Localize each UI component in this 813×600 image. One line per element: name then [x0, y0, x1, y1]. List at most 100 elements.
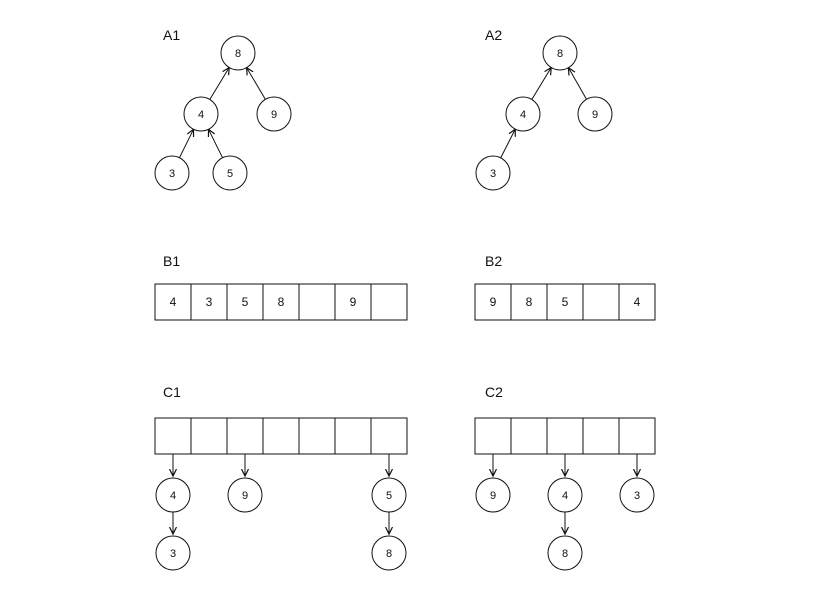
edge-a1-4-to-8: [209, 68, 229, 100]
tree-node-a2-right: 9: [577, 96, 613, 132]
edge-a2-4-to-8: [531, 68, 551, 100]
array-cell: 9: [474, 283, 512, 321]
node-value: 3: [170, 548, 176, 560]
array-cell: [154, 417, 192, 455]
array-cell: [190, 417, 228, 455]
node-circle: [547, 535, 583, 571]
cell-value: 3: [206, 295, 213, 309]
chain-node: 3: [619, 477, 655, 513]
tree-node-a1-left-right: 5: [212, 155, 248, 191]
node-value: 8: [386, 548, 392, 560]
section-a1: A1 8 4 9 3 5: [154, 27, 292, 191]
section-b2-label: B2: [485, 253, 502, 269]
chain-node: 8: [371, 535, 407, 571]
node-value: 4: [520, 109, 526, 121]
cell-value: 9: [350, 295, 357, 309]
node-circle: [256, 96, 292, 132]
array-cell: [334, 417, 372, 455]
array-cell: [582, 283, 620, 321]
array-cell: 5: [546, 283, 584, 321]
node-value: 9: [271, 109, 277, 121]
array-c2: [474, 417, 656, 455]
node-value: 3: [490, 168, 496, 180]
section-c2: C2 9 4 8 3: [474, 384, 656, 571]
section-b1-label: B1: [163, 253, 180, 269]
node-value: 5: [386, 490, 392, 502]
node-value: 4: [562, 490, 568, 502]
tree-node-a2-root: 8: [542, 35, 578, 71]
array-b1: 4 3 5 8 9: [154, 283, 408, 321]
array-cell: [370, 283, 408, 321]
chain-node: 8: [547, 535, 583, 571]
section-a2-label: A2: [485, 27, 502, 43]
node-circle: [542, 35, 578, 71]
section-a1-label: A1: [163, 27, 180, 43]
array-cell: [370, 417, 408, 455]
array-cell: [298, 283, 336, 321]
node-value: 3: [634, 490, 640, 502]
node-circle: [475, 477, 511, 513]
edge-a2-3-to-4: [500, 129, 516, 159]
node-circle: [212, 155, 248, 191]
section-c1-label: C1: [163, 384, 181, 400]
section-c2-label: C2: [485, 384, 503, 400]
array-cell: 9: [334, 283, 372, 321]
edge-a1-3-to-4: [179, 129, 194, 158]
section-c1: C1 4 3 9 5: [154, 384, 408, 571]
node-circle: [154, 155, 190, 191]
chain-node: 4: [155, 477, 191, 513]
array-cell: [262, 417, 300, 455]
edge-a1-5-to-4: [209, 129, 223, 158]
node-circle: [183, 96, 219, 132]
array-cell: 4: [618, 283, 656, 321]
chain-node: 9: [475, 477, 511, 513]
cell-value: 5: [242, 295, 249, 309]
node-value: 9: [592, 109, 598, 121]
node-value: 9: [490, 490, 496, 502]
node-value: 4: [198, 109, 204, 121]
array-cell: [582, 417, 620, 455]
tree-a2-edges: [500, 68, 587, 159]
node-value: 3: [169, 168, 175, 180]
cell-value: 5: [562, 295, 569, 309]
array-cell: [510, 417, 548, 455]
chain-node: 9: [227, 477, 263, 513]
cell-value: 4: [634, 295, 641, 309]
array-cell: 8: [510, 283, 548, 321]
tree-node-a2-left: 4: [505, 96, 541, 132]
tree-node-a1-left: 4: [183, 96, 219, 132]
array-cell: [226, 417, 264, 455]
node-value: 8: [235, 48, 241, 60]
array-cell: [474, 417, 512, 455]
tree-node-a1-left-left: 3: [154, 155, 190, 191]
section-a2: A2 8 4 9 3: [475, 27, 613, 191]
tree-node-a1-root: 8: [220, 35, 256, 71]
array-cell: 5: [226, 283, 264, 321]
cell-value: 9: [490, 295, 497, 309]
tree-a1-edges: [179, 68, 266, 158]
edge-a1-9-to-8: [247, 68, 266, 100]
node-value: 8: [557, 48, 563, 60]
array-c1: [154, 417, 408, 455]
node-value: 5: [227, 168, 233, 180]
array-cell: 3: [190, 283, 228, 321]
cell-value: 8: [278, 295, 285, 309]
cell-value: 4: [170, 295, 177, 309]
edge-a2-9-to-8: [569, 68, 587, 100]
chain-node: 5: [371, 477, 407, 513]
array-cell: 4: [154, 283, 192, 321]
tree-node-a1-right: 9: [256, 96, 292, 132]
array-cell: [298, 417, 336, 455]
node-circle: [220, 35, 256, 71]
chain-node: 3: [155, 535, 191, 571]
node-circle: [619, 477, 655, 513]
node-circle: [475, 155, 511, 191]
chain-node: 4: [547, 477, 583, 513]
array-b2: 9 8 5 4: [474, 283, 656, 321]
section-b2: B2 9 8 5 4: [474, 253, 656, 321]
node-circle: [371, 535, 407, 571]
array-cell: [618, 417, 656, 455]
node-circle: [577, 96, 613, 132]
